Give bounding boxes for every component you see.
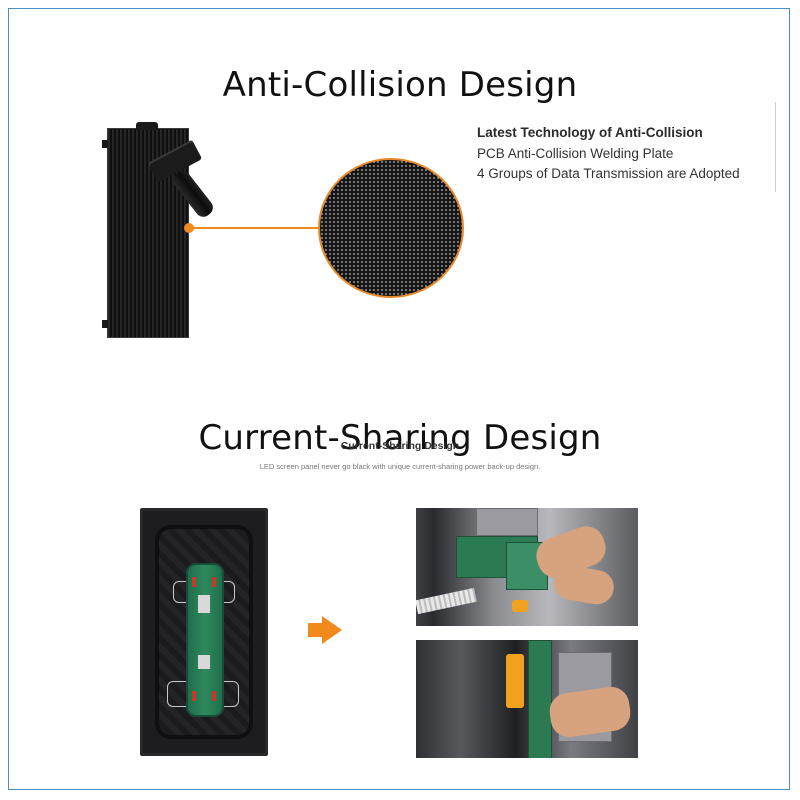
page-frame bbox=[8, 8, 790, 790]
current-sharing-description: LED screen panel never go black with uni… bbox=[259, 462, 541, 471]
arrow-right-icon-tail bbox=[308, 623, 324, 637]
panel-handle bbox=[136, 122, 158, 130]
metal-plate bbox=[476, 508, 538, 536]
divider-line bbox=[775, 102, 776, 192]
anti-collision-title: Anti-Collision Design bbox=[222, 64, 578, 105]
install-photo-top bbox=[416, 508, 638, 626]
current-sharing-subtitle: Current-Sharing Design bbox=[340, 440, 460, 452]
feature-item: PCB Anti-Collision Welding Plate bbox=[477, 146, 674, 161]
arrow-right-icon bbox=[322, 616, 342, 644]
anti-collision-features: Latest Technology of Anti-Collision PCB … bbox=[477, 125, 777, 186]
pcb-chip bbox=[198, 595, 210, 613]
pcb-chip bbox=[198, 655, 210, 669]
pcb-connector bbox=[212, 577, 216, 587]
power-connector bbox=[512, 600, 528, 612]
panel-back-view bbox=[140, 508, 268, 756]
panel-lock-top bbox=[102, 140, 108, 148]
pcb-connector bbox=[192, 577, 196, 587]
panel-lock-bottom bbox=[102, 320, 108, 328]
current-sharing-title: Current-Sharing Design bbox=[198, 417, 602, 458]
ribbon-cable bbox=[416, 587, 477, 615]
hand bbox=[551, 563, 617, 607]
install-photo-bottom bbox=[416, 640, 638, 758]
power-pcb bbox=[186, 563, 224, 717]
callout-line bbox=[188, 227, 323, 229]
feature-heading: Latest Technology of Anti-Collision bbox=[477, 125, 703, 140]
pixel-zoom-circle bbox=[318, 158, 464, 298]
feature-item: 4 Groups of Data Transmission are Adopte… bbox=[477, 166, 740, 181]
led-panel-illustration bbox=[92, 120, 252, 340]
power-connector bbox=[506, 654, 524, 708]
pcb-connector bbox=[212, 691, 216, 701]
pcb-connector bbox=[192, 691, 196, 701]
power-pcb bbox=[528, 640, 552, 758]
